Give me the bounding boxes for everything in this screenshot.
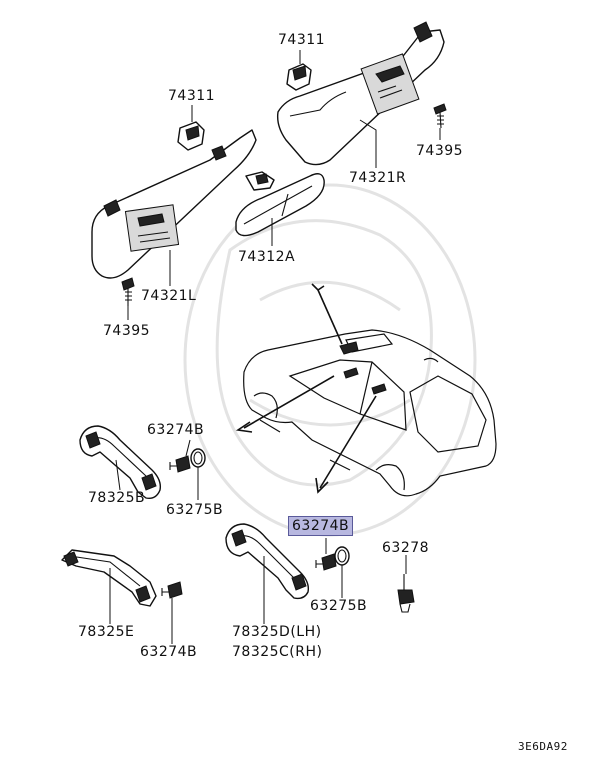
- label-screw-right: 74395: [416, 143, 464, 159]
- clip-63278[interactable]: [397, 574, 415, 613]
- watermark-emblem: [183, 183, 477, 537]
- grip-bolt-front[interactable]: [169, 455, 191, 473]
- sun-visor-left[interactable]: [91, 129, 257, 279]
- label-screw-left: 74395: [103, 323, 151, 339]
- label-visor-left: 74321L: [141, 288, 197, 304]
- label-cover-front: 63275B: [166, 502, 224, 518]
- diagram-code: 3E6DA92: [518, 740, 568, 753]
- visor-clip-left[interactable]: [177, 121, 205, 151]
- label-grip-mid-rh: 78325C(RH): [232, 644, 323, 660]
- leader-lines: [109, 50, 441, 644]
- grip-cover-front[interactable]: [190, 448, 206, 468]
- sun-visor-right[interactable]: [276, 21, 445, 166]
- label-clip-left: 74311: [168, 88, 216, 104]
- vehicle-outline: [243, 329, 497, 497]
- label-bolt-highlighted[interactable]: 63274B: [288, 516, 354, 536]
- assist-grip-78325E[interactable]: [61, 549, 157, 607]
- assist-grip-78325D-C[interactable]: [225, 523, 310, 600]
- label-bolt-rear: 63274B: [140, 644, 198, 660]
- label-grip-front: 78325B: [88, 490, 146, 506]
- label-visor-right: 74321R: [349, 170, 407, 186]
- grip-cover-mid[interactable]: [334, 546, 350, 566]
- label-bolt-front: 63274B: [147, 422, 205, 438]
- grip-bolt-highlighted[interactable]: [315, 553, 337, 571]
- label-grip-mid-lh: 78325D(LH): [232, 624, 322, 640]
- assist-grip-78325B[interactable]: [79, 425, 162, 500]
- visor-clip-upper[interactable]: [286, 63, 312, 91]
- label-mirror: 74312A: [238, 249, 296, 265]
- visor-screw-right[interactable]: [433, 103, 447, 129]
- rear-view-mirror[interactable]: [235, 171, 325, 237]
- label-clip-63278: 63278: [382, 540, 430, 556]
- label-clip-upper: 74311: [278, 32, 326, 48]
- label-cover-mid: 63275B: [310, 598, 368, 614]
- visor-screw-left[interactable]: [121, 277, 135, 306]
- label-grip-rear: 78325E: [78, 624, 135, 640]
- location-arrows: [235, 283, 377, 494]
- grip-bolt-rear[interactable]: [161, 581, 183, 599]
